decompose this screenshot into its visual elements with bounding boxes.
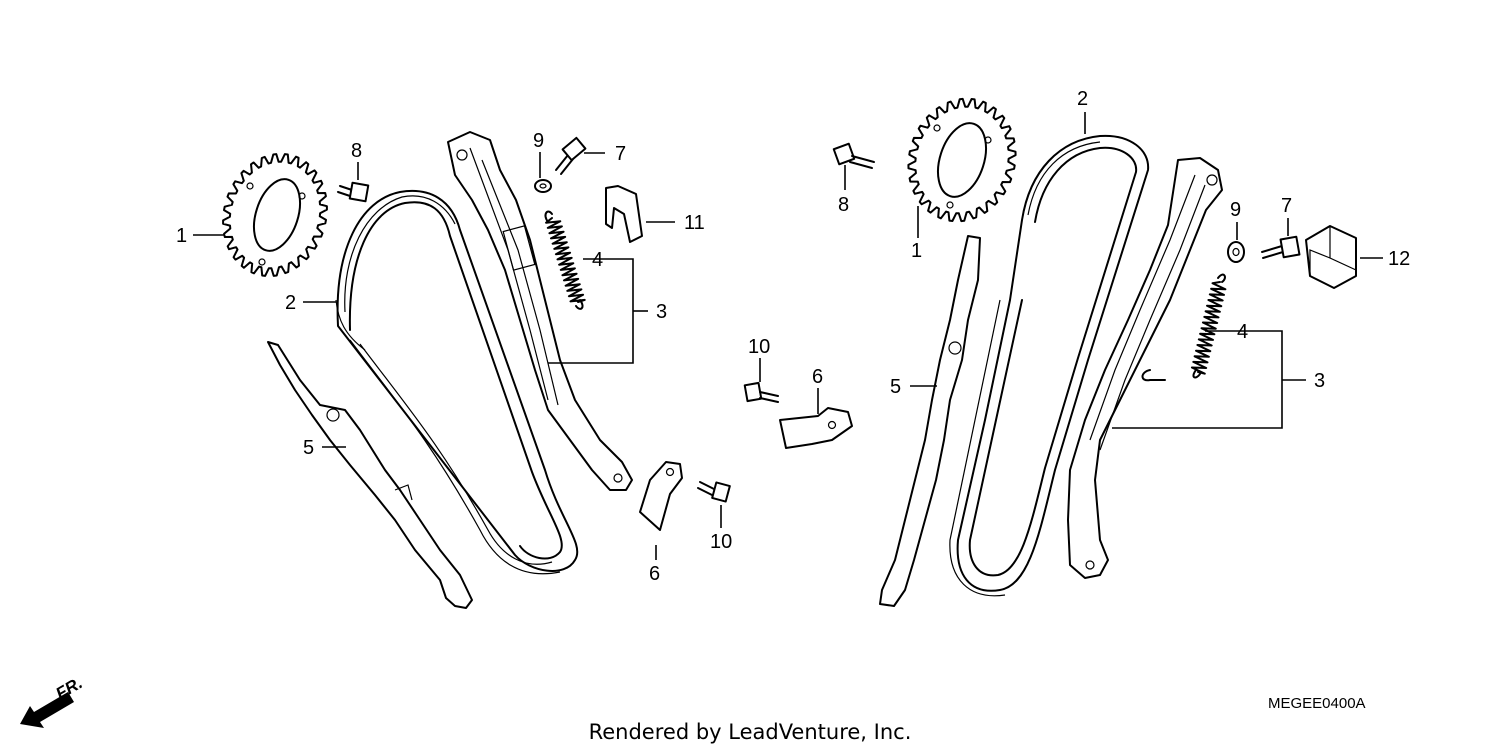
tensioner-arm-right[interactable] [1067, 157, 1223, 579]
callout-3-right: 3 [1314, 370, 1325, 392]
front-direction-indicator: FR. [20, 673, 86, 728]
callout-10-left: 10 [710, 531, 732, 553]
callout-5-left: 5 [303, 437, 314, 459]
callout-11: 11 [684, 212, 705, 234]
block-11[interactable] [605, 185, 643, 243]
cam-chain-right[interactable] [949, 134, 1150, 597]
bolt-7-right[interactable] [1261, 235, 1301, 259]
callout-7-left: 7 [615, 143, 626, 165]
callout-6-center: 6 [812, 366, 823, 388]
callout-labels: 1 2 5 8 9 7 11 4 3 6 10 10 6 8 1 2 5 9 7… [176, 88, 1410, 585]
front-arrow-icon [20, 692, 74, 728]
cam-chain-left[interactable] [335, 190, 579, 575]
callout-12: 12 [1388, 248, 1410, 270]
callout-9-left: 9 [533, 130, 544, 152]
cam-sprocket-right[interactable] [907, 97, 1017, 223]
bolt-8-left[interactable] [337, 181, 370, 203]
chain-guide-right[interactable] [879, 235, 981, 607]
callout-1-right: 1 [911, 240, 922, 262]
washer-9-right[interactable] [1227, 241, 1245, 263]
leader-lines [193, 112, 1383, 560]
callout-8-right: 8 [838, 194, 849, 216]
bolt-10-lower[interactable] [697, 481, 731, 503]
chain-guide-left[interactable] [267, 341, 473, 609]
tensioner-spring-right[interactable] [1190, 273, 1227, 379]
callout-5-right: 5 [890, 376, 901, 398]
callout-10-center: 10 [748, 336, 770, 358]
callout-1-left: 1 [176, 225, 187, 247]
callout-4-right: 4 [1237, 321, 1248, 343]
render-credit: Rendered by LeadVenture, Inc. [589, 720, 912, 744]
block-12[interactable] [1305, 225, 1357, 289]
tensioner-arm-left[interactable] [447, 131, 633, 491]
callout-9-right: 9 [1230, 199, 1241, 221]
callout-4-left: 4 [592, 249, 603, 271]
callout-2-right: 2 [1077, 88, 1088, 110]
callout-2-left: 2 [285, 292, 296, 314]
guide-plate-center[interactable] [779, 407, 853, 449]
washer-9-left[interactable] [534, 179, 552, 193]
guide-plate-left[interactable] [639, 461, 683, 531]
cam-sprocket-left[interactable] [222, 153, 328, 277]
callout-8-left: 8 [351, 140, 362, 162]
bolt-7-left[interactable] [555, 136, 587, 175]
bolt-10-center[interactable] [743, 381, 779, 403]
callout-3-left: 3 [656, 301, 667, 323]
callout-6-left: 6 [649, 563, 660, 585]
tensioner-spring-left[interactable] [544, 210, 586, 310]
callout-7-right: 7 [1281, 195, 1292, 217]
bolt-8-right[interactable] [832, 142, 875, 169]
diagram-code: MEGEE0400A [1268, 695, 1366, 712]
